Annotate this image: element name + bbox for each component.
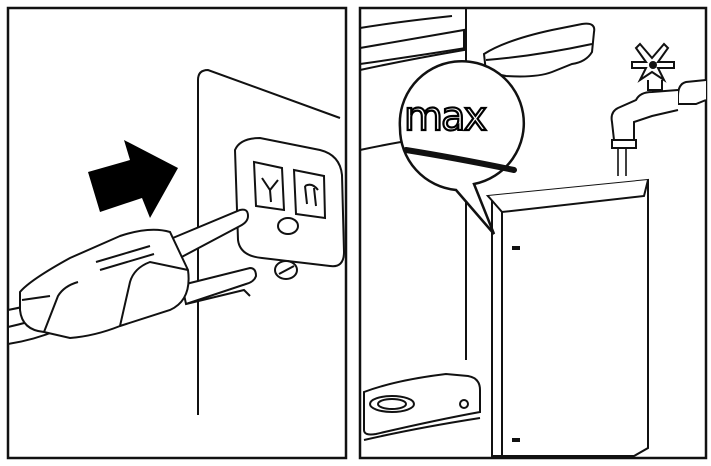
water-faucet-icon: [610, 42, 707, 149]
max-level-callout: max: [398, 59, 526, 235]
tank-fill-illustration: max: [358, 6, 708, 460]
power-plug-icon: [7, 208, 258, 346]
max-level-marker-icon: [403, 147, 517, 173]
plug-illustration-panel: [0, 0, 351, 466]
tank-fill-illustration-panel: max: [356, 0, 711, 466]
insert-arrow-icon: [88, 140, 178, 218]
plug-illustration: [6, 6, 348, 460]
tank-lid-icon: [482, 22, 596, 78]
water-tank-icon: [485, 178, 649, 457]
callout-max-label: max: [404, 94, 486, 140]
wall-outlet-icon: [197, 68, 346, 415]
